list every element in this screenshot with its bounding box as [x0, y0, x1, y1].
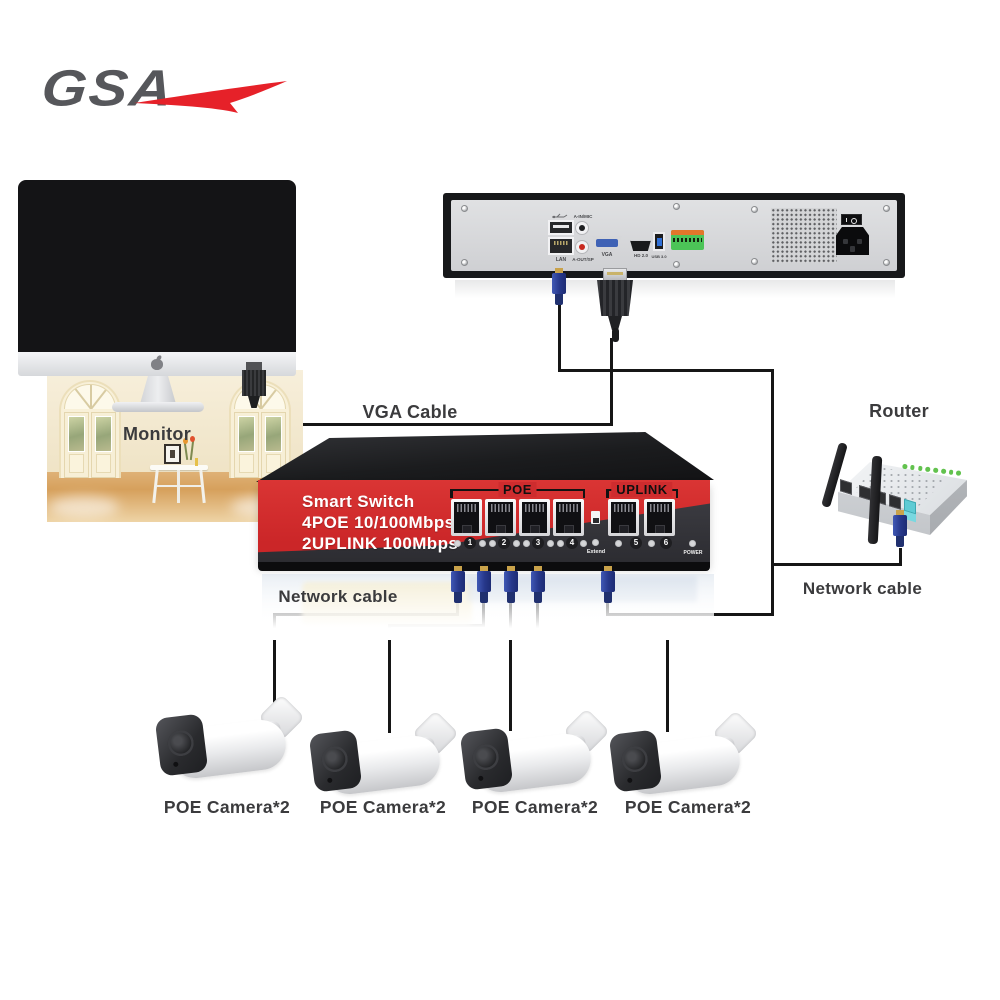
router-plug — [892, 510, 908, 547]
dip-switch — [591, 511, 600, 524]
picture-frame — [164, 444, 181, 464]
room-door-right — [229, 380, 291, 478]
extend-led — [592, 539, 599, 546]
port-number-1: 1 — [464, 537, 476, 549]
room-table — [150, 465, 208, 505]
poe-plug-2 — [476, 566, 492, 603]
poe-plug-3 — [503, 566, 519, 603]
nvr-lan-port — [548, 237, 574, 255]
network-cable-label-left: Network cable — [278, 587, 398, 606]
port-number-3: 3 — [532, 537, 544, 549]
camera3-label: POE Camera*2 — [471, 797, 599, 817]
poe-port-1 — [451, 499, 482, 536]
router-cable-horizontal — [771, 563, 902, 566]
uplink-group-bracket: UPLINK — [606, 482, 678, 500]
switch-title-line2: 4POE 10/100Mbps — [302, 513, 455, 532]
camera-lens — [166, 728, 196, 758]
nvr-usb3-label: USB 3.0 — [651, 254, 667, 259]
lan-cable-vertical-nvr — [558, 303, 561, 372]
monitor-display — [18, 180, 303, 522]
camera-lens — [320, 744, 350, 774]
extend-label: Extend — [586, 549, 606, 555]
brand-logo: GSA — [39, 55, 287, 130]
vga-cable-vertical-nvr — [610, 338, 613, 426]
switch-title-line1: Smart Switch — [302, 492, 415, 511]
uplink-trunk-vertical — [771, 369, 774, 616]
uplink-plug — [600, 566, 616, 603]
nvr-usb-port — [548, 220, 574, 235]
router — [818, 430, 978, 555]
vga-cable-label: VGA Cable — [362, 402, 458, 422]
usb-icon — [552, 213, 568, 219]
room-door-left — [59, 380, 121, 478]
nvr-lan-label: LAN — [555, 257, 567, 263]
port-number-6: 6 — [660, 537, 672, 549]
poe-camera-4 — [608, 710, 762, 808]
vga-connector-nvr — [593, 268, 637, 344]
port-number-2: 2 — [498, 537, 510, 549]
vga-cable-horizontal — [251, 423, 613, 426]
camera2-label: POE Camera*2 — [319, 797, 447, 817]
nvr-audio-out-jack — [575, 240, 589, 254]
uplink-port-6 — [644, 499, 675, 536]
poe-port-2 — [485, 499, 516, 536]
camera1-cable-v2 — [273, 613, 276, 714]
monitor-label: Monitor — [122, 424, 192, 444]
nvr-hdmi-label: HD 2.0 — [633, 253, 648, 258]
nvr-usb3-port — [653, 232, 665, 251]
nvr-power-switch — [841, 214, 862, 225]
camera2-cable-v2 — [388, 624, 391, 733]
camera-lens — [620, 744, 650, 774]
poe-camera-3 — [459, 708, 613, 806]
port-number-5: 5 — [630, 537, 642, 549]
nvr-hdmi-port — [630, 240, 651, 251]
camera1-label: POE Camera*2 — [163, 797, 291, 817]
nvr-power-inlet — [836, 227, 869, 255]
camera-lens — [471, 742, 501, 772]
poe-group-bracket: POE — [450, 482, 585, 500]
poe-camera-2 — [308, 710, 462, 808]
nvr-reflection — [455, 280, 895, 298]
uplink-group-label: UPLINK — [611, 482, 673, 497]
nvr-vent-grid — [771, 208, 837, 263]
lan-cable-horizontal-nvr — [558, 369, 774, 372]
nvr-vga-port — [592, 236, 622, 249]
camera3-cable-v — [509, 597, 512, 731]
nvr-audio-out-label: A-OUT/SP — [572, 257, 594, 262]
router-cable-vertical — [899, 548, 902, 566]
power-led — [689, 540, 696, 547]
poe-group-label: POE — [498, 482, 537, 497]
poe-plug-4 — [530, 566, 546, 603]
brand-swoosh-icon — [134, 81, 287, 113]
apple-logo-icon — [151, 354, 163, 370]
power-label: POWER — [683, 550, 703, 556]
nvr-terminal-block — [671, 230, 704, 250]
poe-plug-1 — [450, 566, 466, 603]
poe-port-4 — [553, 499, 584, 536]
monitor-base — [112, 402, 204, 412]
lan-plug-nvr — [551, 268, 567, 305]
nvr-audio-in-label: A-IN/MIC — [573, 214, 593, 219]
switch-front-panel: Smart Switch 4POE 10/100Mbps 2UPLINK 100… — [258, 480, 710, 564]
switch-title-line3: 2UPLINK 100Mbps — [302, 534, 459, 553]
uplink-port-5 — [608, 499, 639, 536]
switch-title: Smart Switch 4POE 10/100Mbps 2UPLINK 100… — [302, 491, 458, 554]
nvr-rear-panel: LAN A-IN/MIC A-OUT/SP VGA HD 2.0 USB 3.0 — [443, 193, 905, 278]
port-number-4: 4 — [566, 537, 578, 549]
network-cable-label-right: Network cable — [802, 579, 923, 598]
router-label: Router — [869, 401, 929, 421]
nvr-audio-in-jack — [575, 221, 589, 235]
poe-camera-1 — [154, 694, 308, 792]
camera4-cable-v2 — [666, 630, 669, 732]
switch-top-face — [256, 432, 714, 482]
camera4-label: POE Camera*2 — [624, 797, 752, 817]
vga-connector-monitor — [240, 362, 268, 408]
flower-vase — [181, 436, 199, 466]
poe-port-3 — [519, 499, 550, 536]
nvr-vga-label: VGA — [601, 252, 613, 258]
